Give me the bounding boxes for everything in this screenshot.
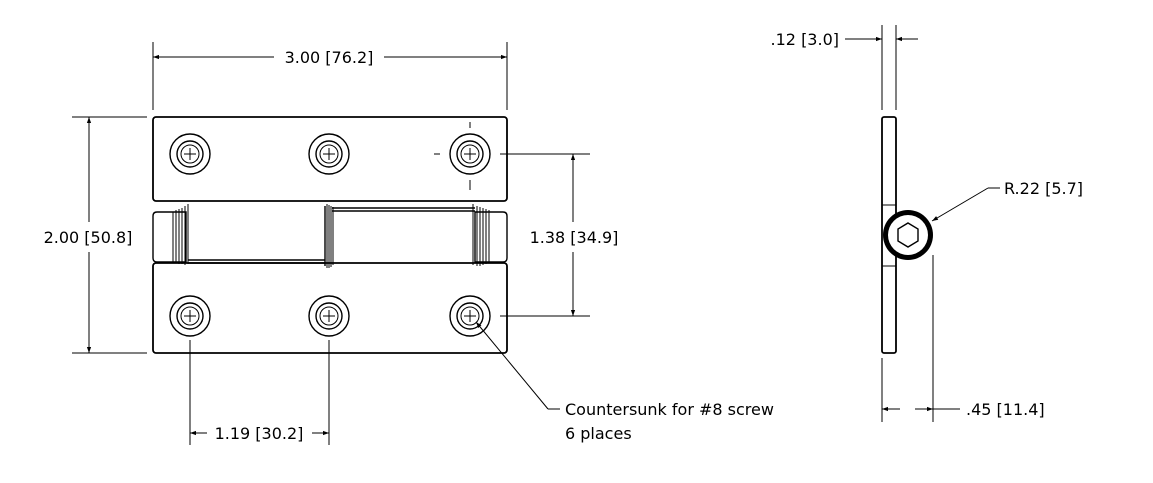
knuckle-band (152, 204, 508, 268)
side-width-label: .45 [11.4] (966, 400, 1045, 419)
dimension-leaf-thickness: .12 [3.0] (771, 25, 918, 110)
screw-hole (308, 133, 350, 175)
bottom-leaf (152, 262, 508, 354)
dimension-knuckle-radius: R.22 [5.7] (931, 179, 1083, 222)
hole-vertical-spacing-label: 1.38 [34.9] (530, 228, 619, 247)
dimension-side-width: .45 [11.4] (881, 255, 1045, 422)
dimension-hole-vertical-spacing: 1.38 [34.9] (500, 153, 619, 317)
top-leaf (152, 116, 508, 202)
hex-pin-icon (897, 222, 919, 248)
screw-hole (308, 295, 350, 337)
screw-hole (169, 133, 211, 175)
dimension-overall-height: 2.00 [50.8] (44, 116, 147, 354)
knuckle-radius-label: R.22 [5.7] (1004, 179, 1083, 198)
countersink-leader: Countersunk for #8 screw 6 places (475, 321, 774, 443)
knuckle-circle (883, 210, 933, 260)
side-view: .12 [3.0] R.22 [5.7] .45 [11.4] (771, 25, 1083, 422)
hole-horizontal-spacing-label: 1.19 [30.2] (215, 424, 304, 443)
overall-width-label: 3.00 [76.2] (285, 48, 374, 67)
countersink-note: Countersunk for #8 screw (565, 400, 774, 419)
screw-hole (169, 295, 211, 337)
dimension-hole-horizontal-spacing: 1.19 [30.2] (189, 340, 330, 445)
overall-height-label: 2.00 [50.8] (44, 228, 133, 247)
dimension-overall-width: 3.00 [76.2] (152, 42, 508, 110)
screw-hole (449, 295, 491, 337)
countersink-note-places: 6 places (565, 424, 632, 443)
screw-hole (434, 122, 491, 190)
leaf-thickness-label: .12 [3.0] (771, 30, 839, 49)
front-view: 3.00 [76.2] 2.00 [50.8] 1.38 [34.9] 1.19… (44, 42, 774, 445)
